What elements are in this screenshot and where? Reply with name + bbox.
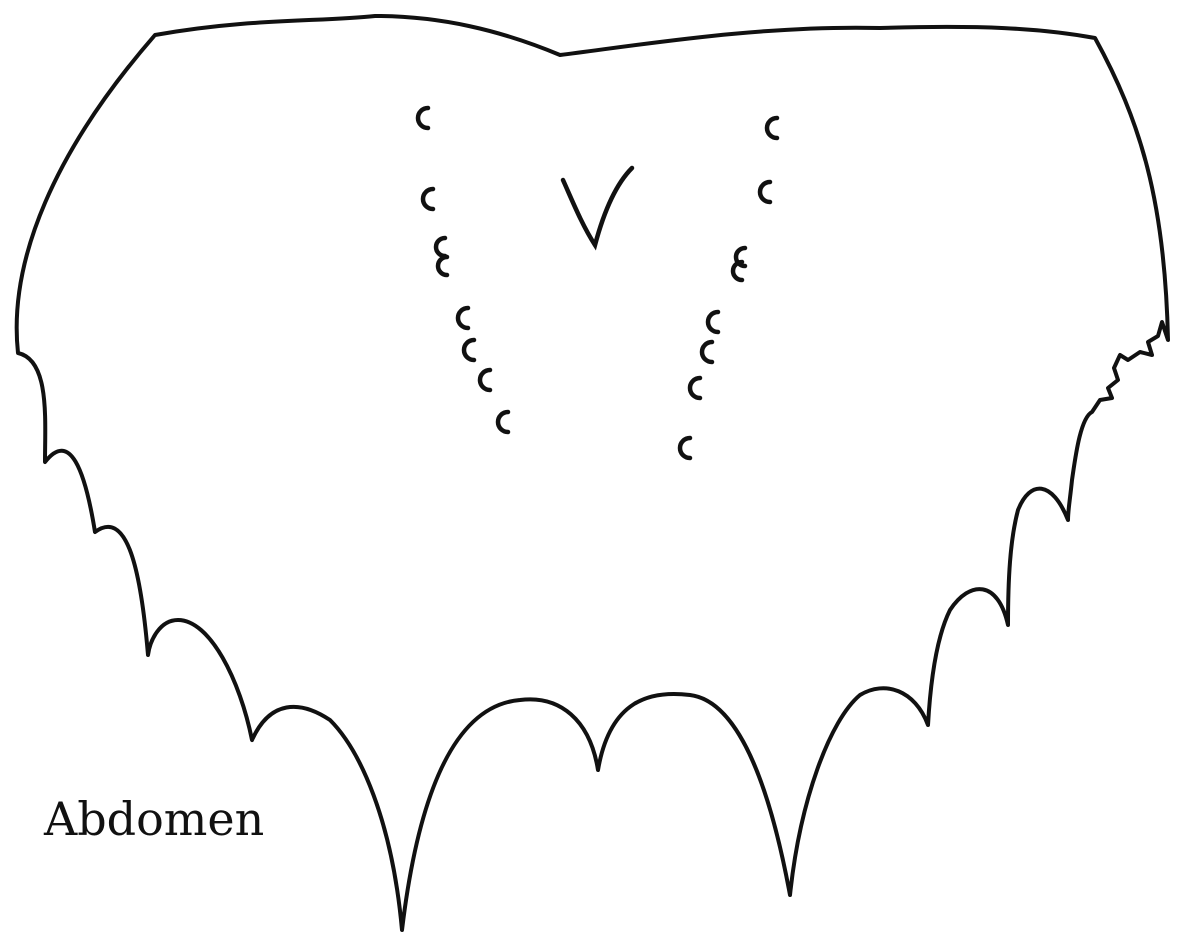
c-mark <box>690 378 700 398</box>
c-mark <box>423 189 433 209</box>
left-row-marks <box>418 108 508 432</box>
c-mark <box>760 182 770 202</box>
c-mark <box>418 108 428 128</box>
c-mark <box>436 238 445 256</box>
c-mark <box>464 340 474 360</box>
c-mark <box>458 308 468 328</box>
c-mark <box>480 370 490 390</box>
c-mark <box>708 312 718 332</box>
abdomen-label: Abdomen <box>44 796 264 842</box>
c-mark <box>438 257 447 275</box>
c-mark <box>680 438 690 458</box>
c-mark <box>498 412 508 432</box>
central-v-mark <box>563 168 632 245</box>
c-mark <box>702 342 712 362</box>
right-row-marks <box>680 118 777 458</box>
c-mark <box>767 118 777 138</box>
